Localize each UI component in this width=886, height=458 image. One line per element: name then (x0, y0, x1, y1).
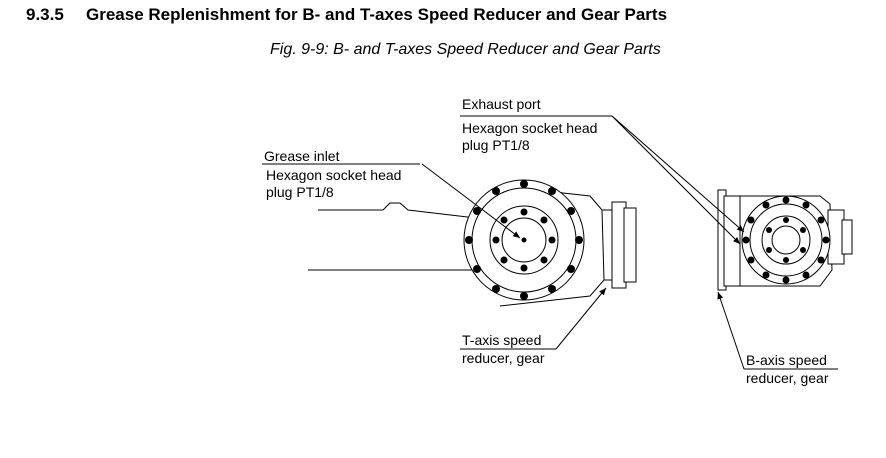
grease-inlet-desc-2: plug PT1/8 (266, 184, 334, 200)
t-axis-bolts (465, 180, 583, 300)
b-axis-label-2: reducer, gear (746, 370, 829, 386)
section-title: Grease Replenishment for B- and T-axes S… (86, 5, 668, 24)
t-axis-label-2: reducer, gear (462, 350, 545, 366)
section-heading: 9.3.5 Grease Replenishment for B- and T-a… (26, 5, 667, 25)
b-axis-label-1: B-axis speed (746, 352, 827, 368)
label-underlines (262, 115, 838, 370)
exhaust-port-title: Exhaust port (462, 96, 541, 112)
grease-inlet-title: Grease inlet (264, 148, 340, 164)
b-axis-bolts (742, 196, 830, 284)
t-axis-label-1: T-axis speed (462, 332, 542, 348)
grease-inlet-desc-1: Hexagon socket head (266, 167, 402, 183)
section-number: 9.3.5 (26, 5, 64, 24)
exhaust-port-desc-1: Hexagon socket head (462, 120, 598, 136)
figure-caption: Fig. 9-9: B- and T-axes Speed Reducer an… (270, 41, 661, 58)
t-axis-wrist-unit (308, 179, 637, 307)
leader-lines (421, 115, 745, 370)
exhaust-port-desc-2: plug PT1/8 (462, 137, 530, 153)
b-axis-wrist-unit (717, 189, 853, 291)
